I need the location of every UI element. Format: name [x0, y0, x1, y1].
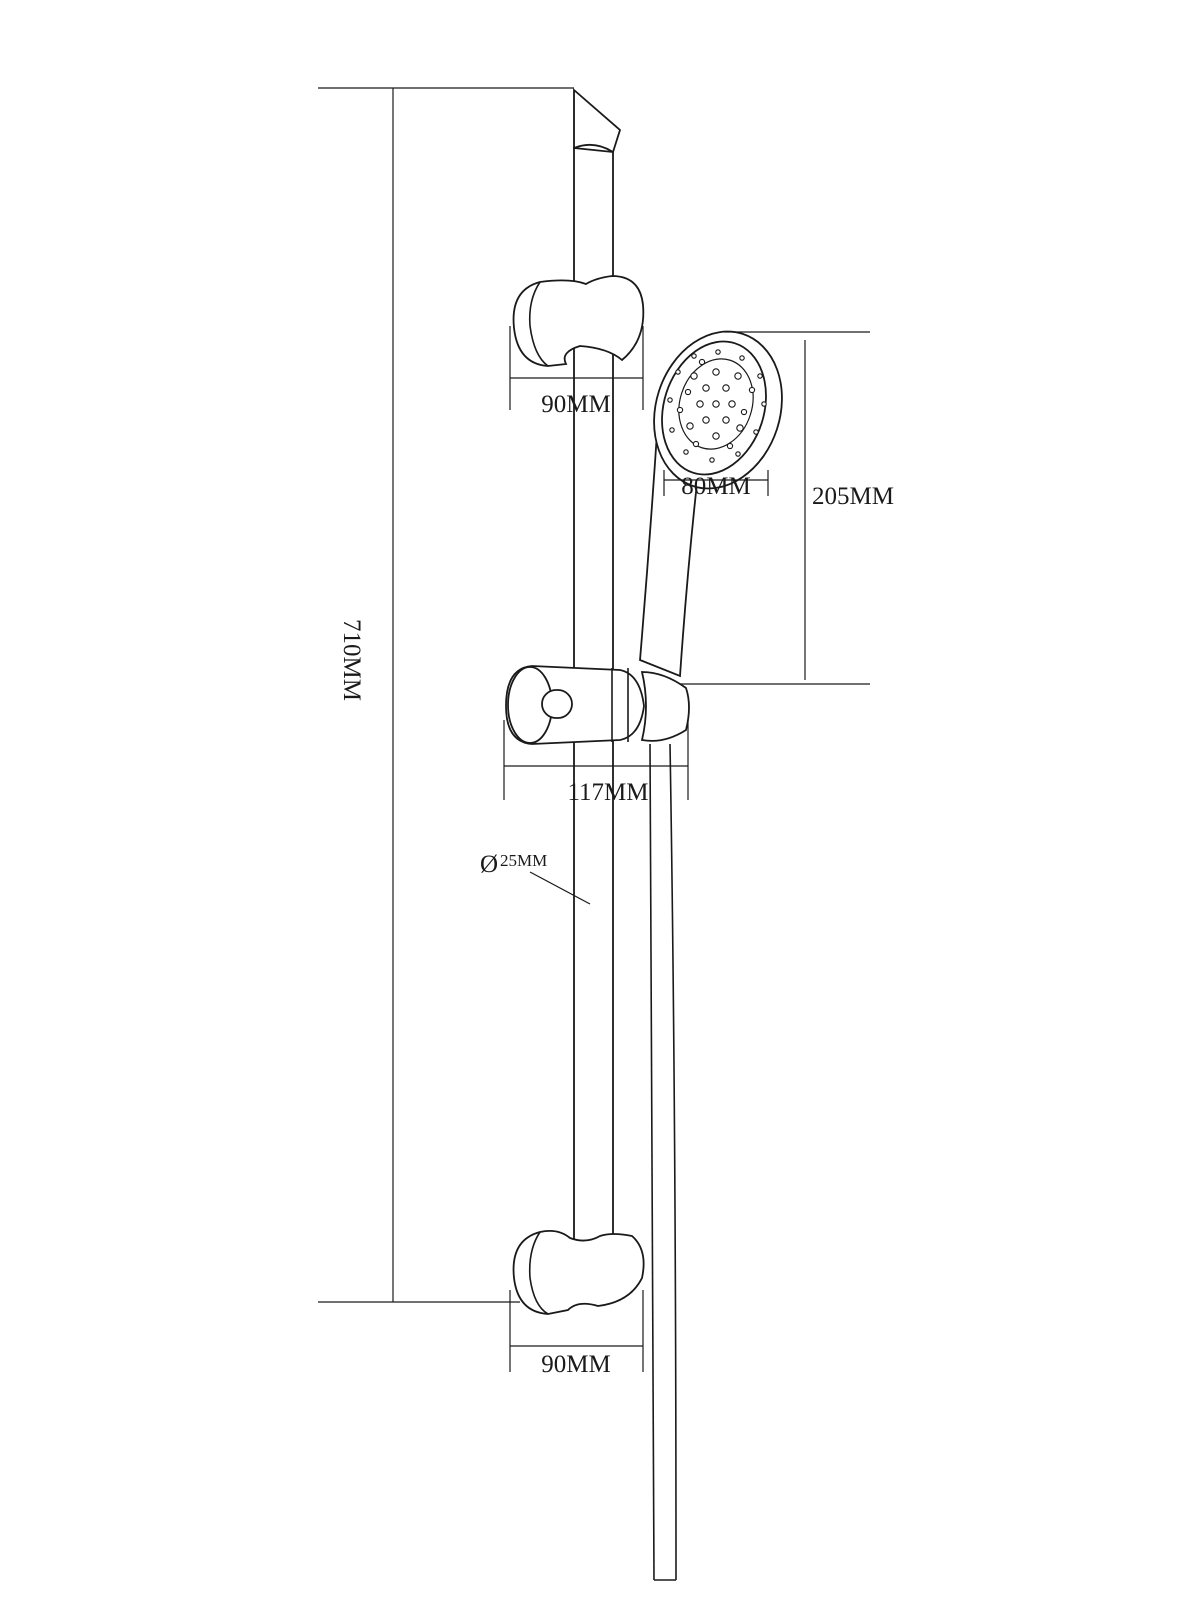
top-bracket-body: [512, 275, 645, 367]
handset-cradle: [640, 671, 690, 742]
slider-width-label: 117MM: [567, 779, 648, 806]
bottom-bracket-width-label: 90MM: [541, 1351, 610, 1378]
top-bracket-width-label: 90MM: [541, 391, 610, 418]
rail-diameter-callout: Ø 25MM: [480, 851, 591, 905]
rail-diameter-leader: [529, 871, 591, 905]
slider-holder: 117MM: [503, 665, 690, 806]
top-wall-bracket: 90MM: [509, 275, 645, 418]
total-height-dimension: 710MM: [318, 87, 574, 1303]
bottom-wall-bracket: 90MM: [509, 1229, 645, 1378]
slider-release-button: [541, 689, 573, 719]
shower-hose: [649, 743, 677, 1581]
diameter-symbol: Ø: [480, 851, 498, 878]
spray-nozzles: [667, 349, 767, 463]
handset-length-dimension: 205MM: [680, 331, 894, 685]
rail-top-cap: [573, 88, 622, 154]
spray-ring: [678, 358, 754, 450]
hand-shower: 80MM: [639, 330, 783, 678]
head-diameter-label: 80MM: [681, 473, 750, 500]
total-height-label: 710MM: [338, 619, 365, 701]
rail-diameter-label: 25MM: [500, 851, 547, 870]
handset-length-label: 205MM: [812, 483, 894, 510]
bottom-bracket-body: [512, 1229, 645, 1315]
